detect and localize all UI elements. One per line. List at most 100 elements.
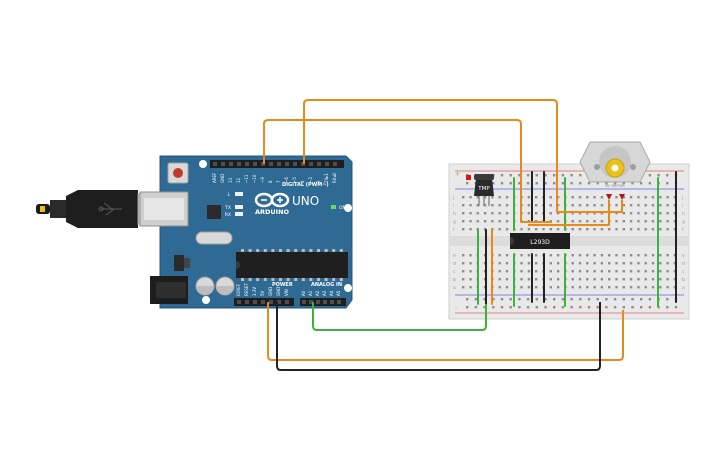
power-hole[interactable] <box>285 300 289 304</box>
breadboard-hole[interactable] <box>615 204 618 207</box>
breadboard-hole[interactable] <box>644 286 647 289</box>
breadboard-hole[interactable] <box>593 204 596 207</box>
breadboard-hole[interactable] <box>600 228 604 231</box>
breadboard-hole[interactable] <box>469 254 472 257</box>
breadboard-hole[interactable] <box>527 254 531 257</box>
breadboard-hole[interactable] <box>535 212 538 215</box>
rail-hole[interactable] <box>466 306 469 309</box>
rail-hole[interactable] <box>500 174 504 177</box>
breadboard-hole[interactable] <box>556 228 560 231</box>
power-hole[interactable] <box>245 300 249 304</box>
breadboard-hole[interactable] <box>549 196 552 199</box>
breadboard-hole[interactable] <box>615 278 618 281</box>
rail-hole[interactable] <box>666 298 669 301</box>
breadboard-hole[interactable] <box>673 286 677 289</box>
breadboard-hole[interactable] <box>535 254 538 257</box>
breadboard-hole[interactable] <box>673 254 677 257</box>
breadboard-hole[interactable] <box>629 262 633 265</box>
breadboard-hole[interactable] <box>535 286 538 289</box>
breadboard-hole[interactable] <box>556 254 560 257</box>
breadboard-hole[interactable] <box>629 278 633 281</box>
breadboard-hole[interactable] <box>535 228 538 231</box>
breadboard-hole[interactable] <box>586 212 589 215</box>
rail-hole[interactable] <box>579 306 582 309</box>
breadboard-hole[interactable] <box>637 270 640 273</box>
breadboard-hole[interactable] <box>659 262 662 265</box>
breadboard-hole[interactable] <box>571 196 574 199</box>
rail-hole[interactable] <box>474 306 478 309</box>
breadboard-hole[interactable] <box>505 254 509 257</box>
breadboard-hole[interactable] <box>535 204 538 207</box>
breadboard-hole[interactable] <box>615 270 618 273</box>
breadboard-hole[interactable] <box>578 278 582 281</box>
breadboard-hole[interactable] <box>571 262 574 265</box>
rail-hole[interactable] <box>483 298 486 301</box>
rail-hole[interactable] <box>561 298 565 301</box>
breadboard-hole[interactable] <box>556 278 560 281</box>
breadboard-hole[interactable] <box>469 212 472 215</box>
breadboard-hole[interactable] <box>571 220 574 223</box>
breadboard-hole[interactable] <box>651 286 655 289</box>
breadboard-hole[interactable] <box>571 204 574 207</box>
power-hole[interactable] <box>269 300 273 304</box>
breadboard-hole[interactable] <box>520 270 523 273</box>
breadboard-hole[interactable] <box>644 228 647 231</box>
breadboard-hole[interactable] <box>527 270 531 273</box>
breadboard-hole[interactable] <box>578 286 582 289</box>
breadboard-hole[interactable] <box>469 204 472 207</box>
breadboard-hole[interactable] <box>593 254 596 257</box>
rail-hole[interactable] <box>544 174 547 177</box>
rail-hole[interactable] <box>596 306 599 309</box>
rail-hole[interactable] <box>483 306 486 309</box>
breadboard-hole[interactable] <box>571 278 574 281</box>
breadboard-hole[interactable] <box>483 212 487 215</box>
digital-hole[interactable] <box>269 162 273 166</box>
digital-hole[interactable] <box>293 162 297 166</box>
rail-hole[interactable] <box>587 306 591 309</box>
rail-hole[interactable] <box>666 306 669 309</box>
rail-hole[interactable] <box>587 298 591 301</box>
breadboard-hole[interactable] <box>498 286 501 289</box>
breadboard-hole[interactable] <box>476 220 479 223</box>
breadboard-hole[interactable] <box>593 278 596 281</box>
breadboard-hole[interactable] <box>666 254 669 257</box>
digital-hole[interactable] <box>277 162 281 166</box>
breadboard-hole[interactable] <box>469 228 472 231</box>
rail-hole[interactable] <box>570 298 573 301</box>
analog-hole[interactable] <box>330 300 334 304</box>
rail-hole[interactable] <box>544 298 547 301</box>
rail-hole[interactable] <box>509 298 512 301</box>
rail-hole[interactable] <box>613 182 617 185</box>
rail-hole[interactable] <box>622 306 625 309</box>
rail-hole[interactable] <box>570 306 573 309</box>
breadboard-hole[interactable] <box>666 212 669 215</box>
breadboard-hole[interactable] <box>593 262 596 265</box>
rail-hole[interactable] <box>553 306 556 309</box>
breadboard-hole[interactable] <box>637 228 640 231</box>
breadboard-hole[interactable] <box>622 228 625 231</box>
rail-hole[interactable] <box>509 306 512 309</box>
rail-hole[interactable] <box>466 182 469 185</box>
breadboard-hole[interactable] <box>586 220 589 223</box>
breadboard-hole[interactable] <box>469 196 472 199</box>
breadboard-hole[interactable] <box>659 278 662 281</box>
breadboard-hole[interactable] <box>556 220 560 223</box>
breadboard-hole[interactable] <box>498 228 501 231</box>
breadboard-hole[interactable] <box>462 212 465 215</box>
breadboard-hole[interactable] <box>651 262 655 265</box>
digital-hole[interactable] <box>229 162 233 166</box>
breadboard-hole[interactable] <box>469 262 472 265</box>
breadboard-hole[interactable] <box>571 228 574 231</box>
rail-hole[interactable] <box>492 298 495 301</box>
breadboard-hole[interactable] <box>498 196 501 199</box>
rail-hole[interactable] <box>526 306 530 309</box>
rail-hole[interactable] <box>605 182 608 185</box>
rail-hole[interactable] <box>613 298 617 301</box>
rail-hole[interactable] <box>500 306 504 309</box>
rail-hole[interactable] <box>526 298 530 301</box>
breadboard-hole[interactable] <box>527 278 531 281</box>
analog-header[interactable] <box>300 298 346 306</box>
breadboard-hole[interactable] <box>622 278 625 281</box>
breadboard-hole[interactable] <box>527 262 531 265</box>
breadboard-hole[interactable] <box>615 220 618 223</box>
